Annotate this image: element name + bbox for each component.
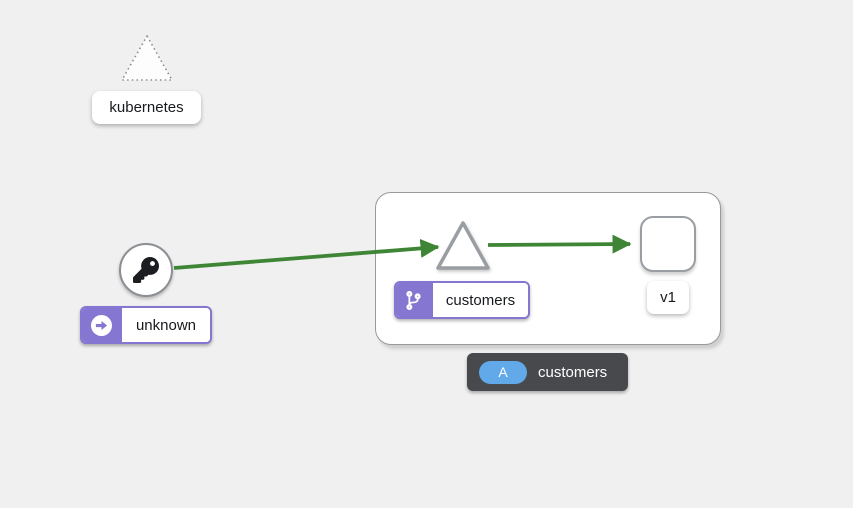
root-badge [82, 308, 120, 342]
dotted-triangle-icon [121, 35, 173, 81]
kubernetes-cluster-node[interactable] [117, 31, 177, 85]
customers-service-label[interactable]: customers [394, 281, 530, 319]
v1-node-label[interactable]: v1 [647, 281, 689, 314]
customers-label-text: customers [445, 291, 516, 309]
app-group-label[interactable]: A customers [467, 353, 628, 391]
kubernetes-node-label[interactable]: kubernetes [92, 91, 201, 124]
app-badge-letter: A [498, 364, 508, 380]
v1-label-text: v1 [660, 289, 676, 306]
unknown-label-text: unknown [135, 316, 197, 334]
version-badge [396, 283, 431, 317]
code-branch-icon [406, 290, 421, 310]
unknown-node[interactable] [119, 243, 173, 297]
service-triangle-icon [436, 221, 490, 270]
kubernetes-label-text: kubernetes [109, 99, 184, 116]
key-icon [133, 257, 159, 283]
unknown-node-label[interactable]: unknown [80, 306, 212, 344]
customers-service-node[interactable] [434, 219, 492, 273]
arrow-circle-right-icon [90, 314, 112, 336]
group-label-text: customers [538, 363, 608, 381]
v1-workload-node[interactable] [640, 216, 696, 272]
app-badge: A [479, 360, 527, 384]
